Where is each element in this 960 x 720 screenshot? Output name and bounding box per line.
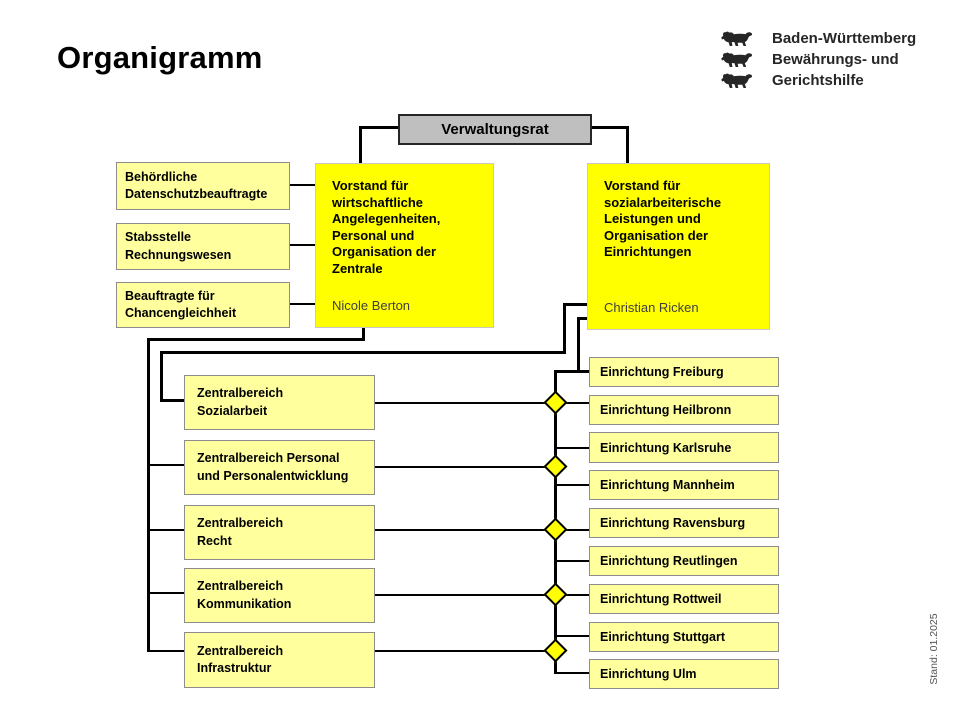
connector	[556, 635, 590, 637]
connector	[556, 484, 590, 486]
connector	[160, 399, 185, 402]
zentralbereich-kommunikation-box: Zentralbereich Kommunikation	[184, 568, 375, 623]
einrichtung-label: Einrichtung Mannheim	[600, 478, 735, 492]
zentralbereich-personal-box: Zentralbereich Personal und Personalentw…	[184, 440, 375, 495]
staff-box-datenschutz: Behördliche Datenschutzbeauftragte	[116, 162, 290, 210]
connector	[626, 126, 629, 164]
junction-diamond	[543, 390, 568, 415]
einrichtung-label: Einrichtung Ravensburg	[600, 516, 746, 530]
connector	[149, 650, 185, 652]
connector	[375, 402, 590, 404]
einrichtung-label: Einrichtung Freiburg	[600, 365, 724, 379]
connector	[290, 184, 316, 186]
connector	[556, 447, 590, 449]
logo-text: Baden-Württemberg Bewährungs- und Gerich…	[772, 28, 916, 91]
zentralbereich-label: Zentralbereich Infrastruktur	[197, 643, 284, 676]
vorstand-sozial-name: Christian Ricken	[604, 300, 699, 315]
bw-lions	[716, 28, 758, 91]
vorstand-sozial-title: Vorstand für sozialarbeiterische Leistun…	[604, 178, 722, 259]
page-title: Organigramm	[57, 40, 263, 75]
einrichtung-rottweil-box: Einrichtung Rottweil	[589, 584, 779, 614]
bw-lion-icon	[716, 73, 758, 90]
connector	[160, 351, 566, 354]
connector	[556, 560, 590, 562]
zentralbereich-infrastruktur-box: Zentralbereich Infrastruktur	[184, 632, 375, 688]
bw-lion-icon	[716, 52, 758, 69]
connector	[375, 594, 590, 596]
connector	[563, 303, 588, 306]
einrichtung-label: Einrichtung Karlsruhe	[600, 440, 732, 455]
staff-label: Stabsstelle Rechnungswesen	[125, 230, 232, 262]
staff-label: Beauftragte für Chancengleichheit	[125, 288, 237, 321]
einrichtung-ravensburg-box: Einrichtung Ravensburg	[589, 508, 779, 538]
vorstand-sozial-box: Vorstand für sozialarbeiterische Leistun…	[587, 163, 770, 330]
connector	[577, 317, 580, 372]
logo-line-1: Baden-Württemberg	[772, 30, 917, 47]
connector	[590, 126, 629, 129]
zentralbereich-label: Zentralbereich Recht	[197, 516, 284, 548]
bw-lion-icon	[716, 31, 758, 48]
verwaltungsrat-label: Verwaltungsrat	[441, 121, 549, 138]
zentralbereich-recht-box: Zentralbereich Recht	[184, 505, 375, 560]
staff-label: Behördliche Datenschutzbeauftragte	[125, 169, 268, 202]
einrichtung-stuttgart-box: Einrichtung Stuttgart	[589, 622, 779, 652]
vorstand-wirtschaft-title: Vorstand für wirtschaftliche Angelegenhe…	[332, 178, 441, 276]
connector	[375, 466, 556, 468]
staff-box-rechnungswesen: Stabsstelle Rechnungswesen	[116, 223, 290, 270]
verwaltungsrat-box: Verwaltungsrat	[398, 114, 592, 145]
junction-diamond	[543, 582, 568, 607]
einrichtung-label: Einrichtung Reutlingen	[600, 554, 738, 568]
connector	[147, 338, 150, 652]
connector	[375, 650, 556, 652]
einrichtung-freiburg-box: Einrichtung Freiburg	[589, 357, 779, 387]
connector	[563, 303, 566, 353]
junction-diamond	[543, 517, 568, 542]
zentralbereich-label: Zentralbereich Sozialarbeit	[197, 386, 284, 418]
connector	[375, 529, 590, 531]
logo-line-2: Bewährungs- und	[772, 51, 899, 68]
vorstand-wirtschaft-name: Nicole Berton	[332, 298, 411, 313]
connector	[290, 303, 316, 305]
connector	[149, 464, 185, 466]
einrichtung-mannheim-box: Einrichtung Mannheim	[589, 470, 779, 500]
staff-box-chancengleichheit: Beauftragte für Chancengleichheit	[116, 282, 290, 328]
einrichtung-heilbronn-box: Einrichtung Heilbronn	[589, 395, 779, 425]
einrichtung-label: Einrichtung Heilbronn	[600, 403, 732, 417]
einrichtung-karlsruhe-box: Einrichtung Karlsruhe	[589, 432, 779, 463]
connector	[554, 672, 590, 674]
bw-logo: Baden-Württemberg Bewährungs- und Gerich…	[716, 28, 916, 91]
connector	[362, 328, 365, 340]
einrichtung-label: Einrichtung Stuttgart	[600, 630, 725, 644]
connector	[147, 338, 365, 341]
connector	[149, 592, 185, 594]
connector	[160, 351, 163, 401]
connector	[359, 126, 400, 129]
zentralbereich-sozialarbeit-box: Zentralbereich Sozialarbeit	[184, 375, 375, 430]
connector	[359, 126, 362, 164]
connector	[554, 370, 590, 373]
einrichtung-label: Einrichtung Rottweil	[600, 592, 722, 606]
connector	[577, 317, 588, 320]
logo-line-3: Gerichtshilfe	[772, 72, 864, 89]
einrichtung-ulm-box: Einrichtung Ulm	[589, 659, 779, 689]
vorstand-wirtschaft-box: Vorstand für wirtschaftliche Angelegenhe…	[315, 163, 494, 328]
junction-diamond	[543, 454, 568, 479]
connector	[149, 529, 185, 531]
connector	[290, 244, 316, 246]
zentralbereich-label: Zentralbereich Personal und Personalentw…	[197, 451, 349, 483]
einrichtung-reutlingen-box: Einrichtung Reutlingen	[589, 546, 779, 576]
junction-diamond	[543, 638, 568, 663]
einrichtung-label: Einrichtung Ulm	[600, 667, 697, 681]
zentralbereich-label: Zentralbereich Kommunikation	[197, 579, 292, 611]
stand-date-note: Stand: 01.2025	[928, 613, 940, 685]
